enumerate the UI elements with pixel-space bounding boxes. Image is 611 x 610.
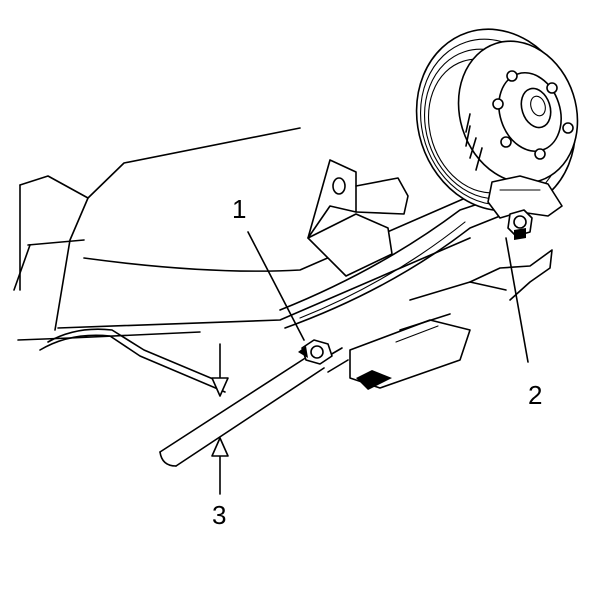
upper-mount-bracket [307,159,409,277]
callout-3-label: 3 [212,500,226,530]
upper-arrow-head-down-icon [211,377,229,397]
brake-rotor-hub [415,28,579,212]
vehicle-body-panel [13,127,471,341]
callout-leaders [247,231,529,363]
track-bar-bolt-nut [298,339,333,365]
lower-arrow-head-up-icon [211,437,229,457]
callout-2-label: 2 [528,380,542,410]
rear-axle [279,197,501,329]
leader-line-2 [505,237,529,363]
hub-bolt-nut [507,209,533,240]
callout-1-label: 1 [232,194,246,224]
leader-line-1 [247,231,305,341]
track-bar [159,347,349,467]
measurement-arrows [211,343,229,495]
lower-bracket [349,249,553,390]
wheel-studs [492,70,574,160]
brake-line [39,328,226,393]
spindle-mount [487,175,563,219]
